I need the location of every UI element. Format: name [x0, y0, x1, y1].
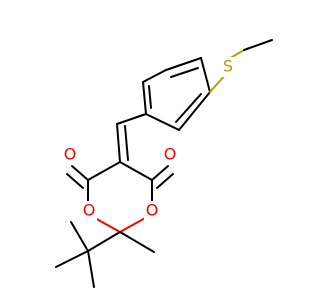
bond-center-to-tertbutyl	[87, 231, 121, 252]
bond-left-ring-o-to-center	[92, 216, 121, 233]
bond-right-ring-o-to-center	[119, 216, 148, 233]
bond-ring-inner-3	[148, 85, 152, 109]
sulfur-atom-label: S	[223, 57, 233, 76]
oxygen-left-carbonyl-bg	[62, 145, 78, 165]
bond-methyl-tail	[243, 39, 273, 51]
bond-right-carbonyl-c-o-double	[156, 173, 174, 189]
bond-ring-inner-1	[170, 67, 199, 78]
bond-ring-6	[142, 69, 167, 83]
oxygen-left-ring-label: O	[83, 201, 96, 220]
oxygen-right-ring-label: O	[146, 201, 159, 220]
oxygen-right-carbonyl-label: O	[164, 145, 177, 164]
bond-left-carbonyl-c-o	[71, 165, 89, 181]
oxygen-left-carbonyl-label: O	[64, 145, 77, 164]
bond-vinyl-double	[124, 125, 129, 161]
bond-tertbutyl-branch-bottom	[87, 250, 95, 288]
bond-tertbutyl-branch-top	[70, 221, 89, 252]
bond-ring-3	[178, 91, 211, 131]
bond-ring-2	[200, 57, 211, 93]
bond-vinyl	[116, 123, 121, 163]
bond-ring-inner-2	[175, 93, 202, 123]
bond-tertbutyl-branch-left	[55, 250, 89, 268]
bond-core-left-top	[87, 161, 121, 181]
bond-core-right-top	[119, 161, 153, 181]
bond-ring-to-vinyl	[116, 113, 147, 125]
oxygen-left-ring-bg	[81, 201, 97, 221]
oxygen-right-ring-bg	[144, 201, 160, 221]
bond-right-carbonyl-c-o	[151, 165, 169, 181]
bond-ring-5	[142, 81, 147, 115]
bond-center-to-methyl	[119, 231, 155, 253]
oxygen-right-carbonyl-bg	[162, 145, 178, 165]
bond-left-carbonyl-c-o-double	[66, 173, 84, 189]
bond-ring-4	[145, 113, 180, 131]
sulfur-label-bg	[220, 57, 236, 77]
bond-ring-1	[165, 57, 202, 71]
molecule-structure-diagram: S O O O O	[55, 39, 273, 288]
